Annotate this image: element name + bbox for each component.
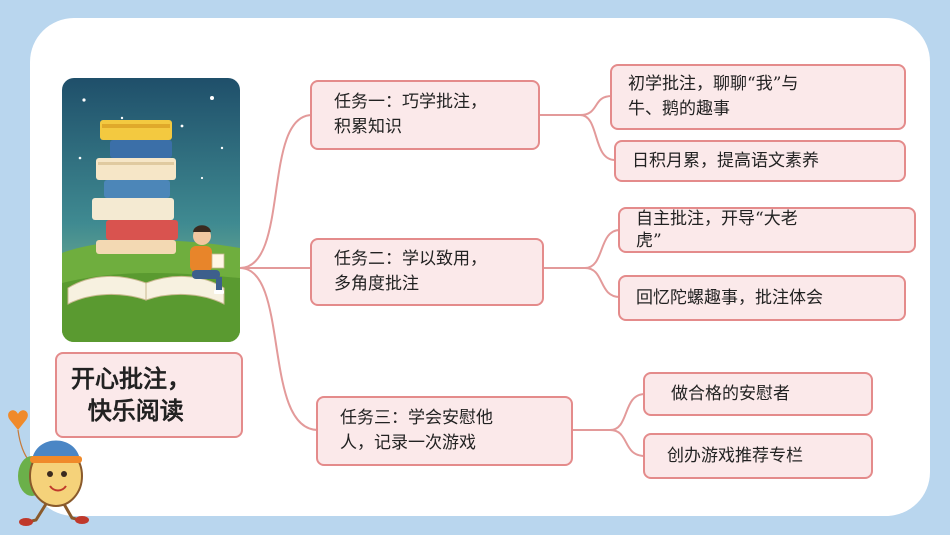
connector-task2-sub1 <box>584 229 621 269</box>
connector-task1-sub1 <box>579 95 613 116</box>
subtask-node-2-2: 回忆陀螺趣事，批注体会 <box>618 275 906 321</box>
connector-task1-sub2 <box>579 114 616 161</box>
connector-task3-sub2 <box>609 429 646 457</box>
connector-task2-sub2 <box>584 267 621 298</box>
subtask-node-3-2: 创办游戏推荐专栏 <box>643 433 873 479</box>
task-node-1: 任务一：巧学批注， 积累知识 <box>310 80 540 150</box>
subtask-node-3-1: 做合格的安慰者 <box>643 372 873 416</box>
task-node-2: 任务二：学以致用， 多角度批注 <box>310 238 544 306</box>
subtask-node-2-1: 自主批注，开导“大老 虎” <box>618 207 916 253</box>
books-reading-icon <box>62 78 240 342</box>
connector-root-task1 <box>239 114 313 269</box>
task-node-3: 任务三：学会安慰他 人，记录一次游戏 <box>316 396 573 466</box>
walking-mascot-icon <box>8 410 89 526</box>
mindmap-root-title: 开心批注， 快乐阅读 <box>55 352 243 438</box>
subtask-node-1-2: 日积月累，提高语文素养 <box>614 140 906 182</box>
connector-root-task3 <box>239 267 319 431</box>
subtask-node-1-1: 初学批注，聊聊“我”与 牛、鹅的趣事 <box>610 64 906 130</box>
connector-task3-sub1 <box>609 393 646 431</box>
